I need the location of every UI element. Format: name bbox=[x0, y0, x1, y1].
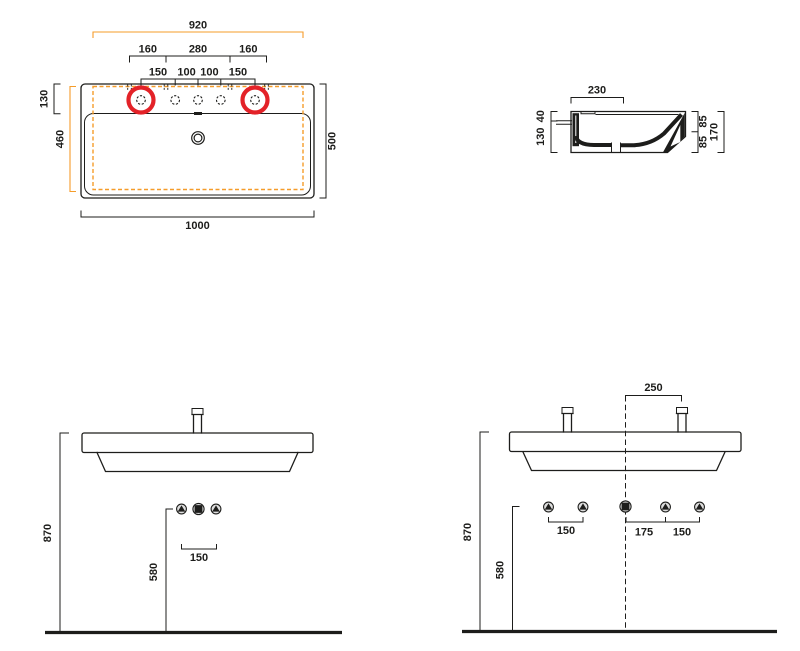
plan-view: 920 160 280 160 150 100 100 150 130 460 … bbox=[39, 20, 339, 233]
dim-label-460: 460 bbox=[55, 130, 67, 148]
dim-label-40: 40 bbox=[535, 110, 547, 122]
dim-label-250: 250 bbox=[644, 382, 662, 394]
dim-label-130: 130 bbox=[39, 90, 51, 108]
dim-label-870: 870 bbox=[462, 523, 474, 541]
tap-cap-left bbox=[561, 407, 574, 414]
dim-label-170: 170 bbox=[709, 123, 721, 141]
dim-label-870: 870 bbox=[42, 524, 54, 542]
basin-front-bowl bbox=[522, 451, 726, 472]
dim-label-230: 230 bbox=[588, 85, 606, 97]
dim-label-920: 920 bbox=[189, 20, 207, 32]
dim-bracket-150-left bbox=[548, 517, 584, 523]
dim-label-100-a: 100 bbox=[177, 67, 195, 79]
dim-label-580: 580 bbox=[148, 563, 160, 581]
dim-line-580 bbox=[165, 508, 173, 633]
dim-bracket-85-85 bbox=[691, 111, 699, 153]
front-view-single-tap: 870 580 150 bbox=[42, 408, 342, 635]
connection-symbols bbox=[176, 502, 222, 516]
dim-label-150-a: 150 bbox=[149, 67, 167, 79]
dim-line-870 bbox=[59, 432, 69, 633]
dim-bracket-920 bbox=[92, 31, 304, 38]
dim-bracket-40-130 bbox=[550, 111, 558, 153]
waste-outlet-square bbox=[621, 502, 630, 511]
front-view-two-taps: 250 870 580 150 175 150 bbox=[462, 382, 777, 634]
wall-fixing-marks bbox=[556, 120, 572, 125]
water-supply-triangle bbox=[177, 505, 186, 512]
tap-cap bbox=[191, 408, 204, 415]
drain-outlet-walls bbox=[611, 142, 621, 153]
dim-bracket-500 bbox=[319, 83, 327, 199]
tap-stem bbox=[191, 413, 204, 434]
dim-label-500: 500 bbox=[327, 132, 339, 150]
dim-bracket-150-100-100-150 bbox=[140, 78, 256, 86]
dim-label-160-left: 160 bbox=[139, 44, 157, 56]
section-outline bbox=[570, 110, 687, 154]
rear-wall-cavity bbox=[670, 125, 681, 147]
tap-hole-slot bbox=[580, 111, 596, 115]
tap-hole-icon bbox=[193, 95, 203, 105]
dim-label-100-b: 100 bbox=[200, 67, 218, 79]
basin-front-bowl bbox=[96, 451, 299, 473]
tap-stem-right bbox=[675, 412, 689, 433]
dim-bracket-250 bbox=[625, 395, 682, 402]
basin-outline bbox=[80, 83, 315, 199]
drain-icon bbox=[191, 131, 205, 145]
dim-label-175: 175 bbox=[635, 527, 653, 539]
basin-front-slab bbox=[81, 432, 314, 454]
tap-cap-right bbox=[676, 407, 688, 414]
dim-label-150-left: 150 bbox=[557, 525, 575, 537]
waste-outlet-square bbox=[194, 505, 203, 513]
overflow-slot-icon bbox=[194, 112, 202, 115]
water-supply-triangle bbox=[661, 503, 670, 510]
dim-label-280: 280 bbox=[189, 44, 207, 56]
tap-hole-icon bbox=[215, 95, 226, 105]
install-area-dashed-rect bbox=[92, 85, 304, 191]
water-supply-triangle bbox=[695, 503, 704, 510]
dim-bracket-460 bbox=[69, 85, 76, 193]
dim-label-1000: 1000 bbox=[185, 220, 209, 232]
basin-front-slab bbox=[508, 431, 742, 453]
tap-hole-icon bbox=[136, 95, 146, 105]
dim-label-85-lower: 85 bbox=[698, 136, 710, 148]
section-view: 230 40 130 85 85 170 bbox=[535, 85, 725, 154]
dim-label-150-b: 150 bbox=[229, 67, 247, 79]
dim-bracket-230 bbox=[570, 97, 624, 104]
dim-line-870 bbox=[479, 431, 489, 632]
dim-bracket-160-280-160 bbox=[129, 55, 267, 63]
bowl-wall-right bbox=[620, 113, 683, 148]
red-highlight-ring-right bbox=[240, 85, 270, 115]
bowl-wall-left bbox=[574, 135, 612, 147]
tap-holes bbox=[136, 95, 260, 105]
dim-label-150-single: 150 bbox=[190, 552, 208, 564]
dim-label-130-section: 130 bbox=[535, 128, 547, 146]
tap-hole-icon bbox=[250, 95, 260, 105]
dim-bracket-150-single bbox=[181, 544, 217, 550]
dim-label-160-right: 160 bbox=[239, 44, 257, 56]
dim-bracket-170 bbox=[717, 111, 725, 153]
dim-label-150-right: 150 bbox=[673, 527, 691, 539]
tap-stem-left bbox=[561, 412, 574, 433]
water-supply-triangle bbox=[544, 503, 553, 510]
dim-bracket-175-150 bbox=[625, 517, 700, 523]
optional-hole-marks bbox=[127, 84, 269, 91]
basin-bowl-outline bbox=[84, 113, 311, 196]
dim-bracket-130 bbox=[53, 83, 61, 115]
red-highlight-ring-left bbox=[126, 85, 156, 115]
dim-line-580 bbox=[512, 506, 520, 632]
tap-hole-icon bbox=[170, 95, 181, 105]
connection-symbols bbox=[543, 500, 705, 513]
dim-label-85-upper: 85 bbox=[698, 115, 710, 127]
dim-bracket-1000 bbox=[80, 210, 315, 218]
dim-label-580: 580 bbox=[495, 561, 507, 579]
rear-wall-section bbox=[663, 112, 685, 153]
water-supply-triangle bbox=[212, 505, 220, 512]
water-supply-triangle bbox=[579, 503, 587, 510]
